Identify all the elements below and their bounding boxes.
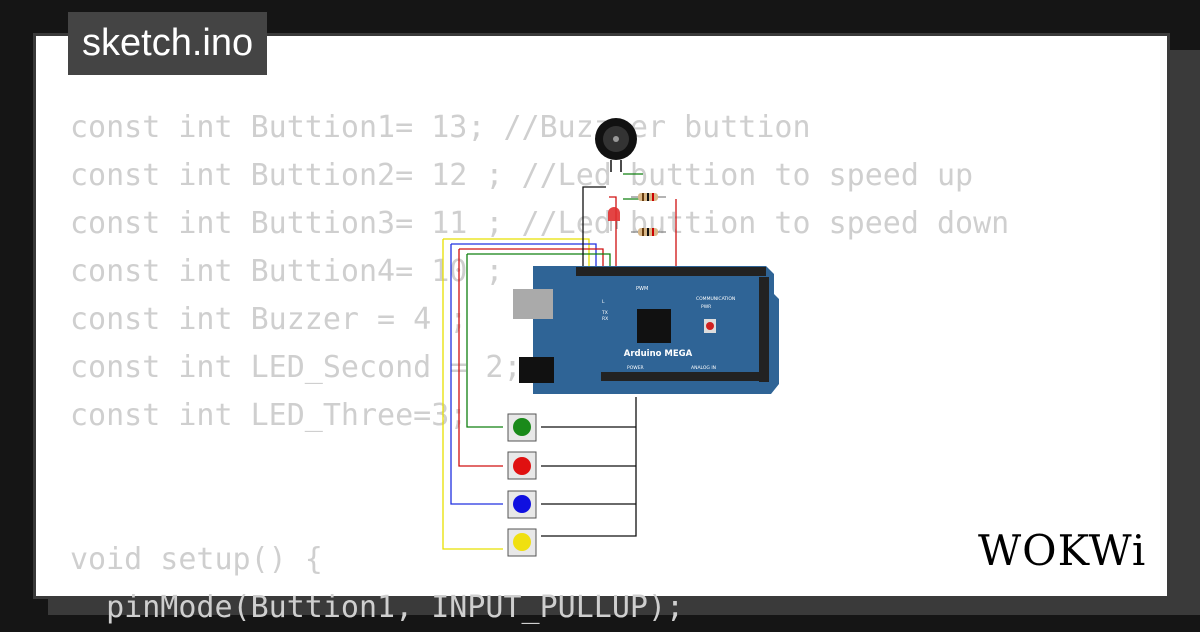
wire-gnd-branches <box>541 426 636 505</box>
wire-blue-top <box>451 243 597 267</box>
wire-yellow-top <box>443 238 590 267</box>
code-line: const int Buzzer = 4 ; <box>70 302 468 337</box>
wire-green-top <box>467 253 611 267</box>
pushbutton-yellow[interactable] <box>507 528 537 557</box>
wire-gnd-main <box>541 397 637 537</box>
l-label: L <box>602 299 605 305</box>
code-line: pinMode(Buttion1, INPUT_PULLUP); <box>70 590 685 625</box>
wire-blue <box>450 244 503 505</box>
usb-port <box>513 289 553 319</box>
code-line: const int LED_Three=3; <box>70 398 468 433</box>
code-line: const int Buttion1= 13; //Buzzeer buttio… <box>70 110 811 145</box>
analog-label: ANALOG IN <box>691 365 716 371</box>
file-tab[interactable]: sketch.ino <box>68 12 268 75</box>
code-line: const int Buttion2= 12 ; //Led buttion t… <box>70 158 974 193</box>
code-line: void setup() { <box>70 542 323 577</box>
rx-label: RX <box>602 316 608 322</box>
circuit-diagram: Arduino MEGA PWM COMMUNICATION POWER ANA… <box>442 118 779 557</box>
wires <box>442 173 677 550</box>
communication-label: COMMUNICATION <box>696 296 735 302</box>
pushbutton-cap <box>513 533 531 551</box>
pushbutton-cap <box>513 495 531 513</box>
buzzer <box>595 118 637 172</box>
project-card: const int Buttion1= 13; //Buzzeer buttio… <box>33 33 1170 625</box>
pushbutton-red[interactable] <box>507 451 537 480</box>
mcu-chip <box>637 309 671 343</box>
tx-label: TX <box>601 310 608 316</box>
pwm-label: PWM <box>636 286 648 292</box>
pushbutton-cap <box>513 418 531 436</box>
wire-red <box>458 249 503 467</box>
analog-header <box>601 372 766 381</box>
resistor-1 <box>631 193 666 201</box>
red-led <box>608 207 620 231</box>
digital-header <box>576 267 766 276</box>
pushbutton-green[interactable] <box>507 413 537 442</box>
wokwi-logo: WOKWi <box>978 526 1147 575</box>
power-jack <box>519 357 554 383</box>
wire-green <box>466 254 503 428</box>
arduino-mega-board: Arduino MEGA PWM COMMUNICATION POWER ANA… <box>513 266 779 394</box>
wire-led-red <box>609 196 617 267</box>
board-name: Arduino MEGA <box>624 349 693 359</box>
pwr-label: PWR <box>701 304 711 310</box>
code-line: const int Buttion3= 11 ; //Led buttion t… <box>70 206 1010 241</box>
power-label: POWER <box>627 365 644 371</box>
side-header <box>759 277 769 382</box>
wire-gnd-top <box>582 186 606 267</box>
pushbutton-cap <box>513 457 531 475</box>
wire-yellow <box>442 239 503 550</box>
code-line: const int Buttion4= 10 ; <box>70 254 504 289</box>
resistor-2 <box>631 228 666 236</box>
pushbutton-blue[interactable] <box>507 490 537 519</box>
wire-red-top <box>459 248 604 267</box>
